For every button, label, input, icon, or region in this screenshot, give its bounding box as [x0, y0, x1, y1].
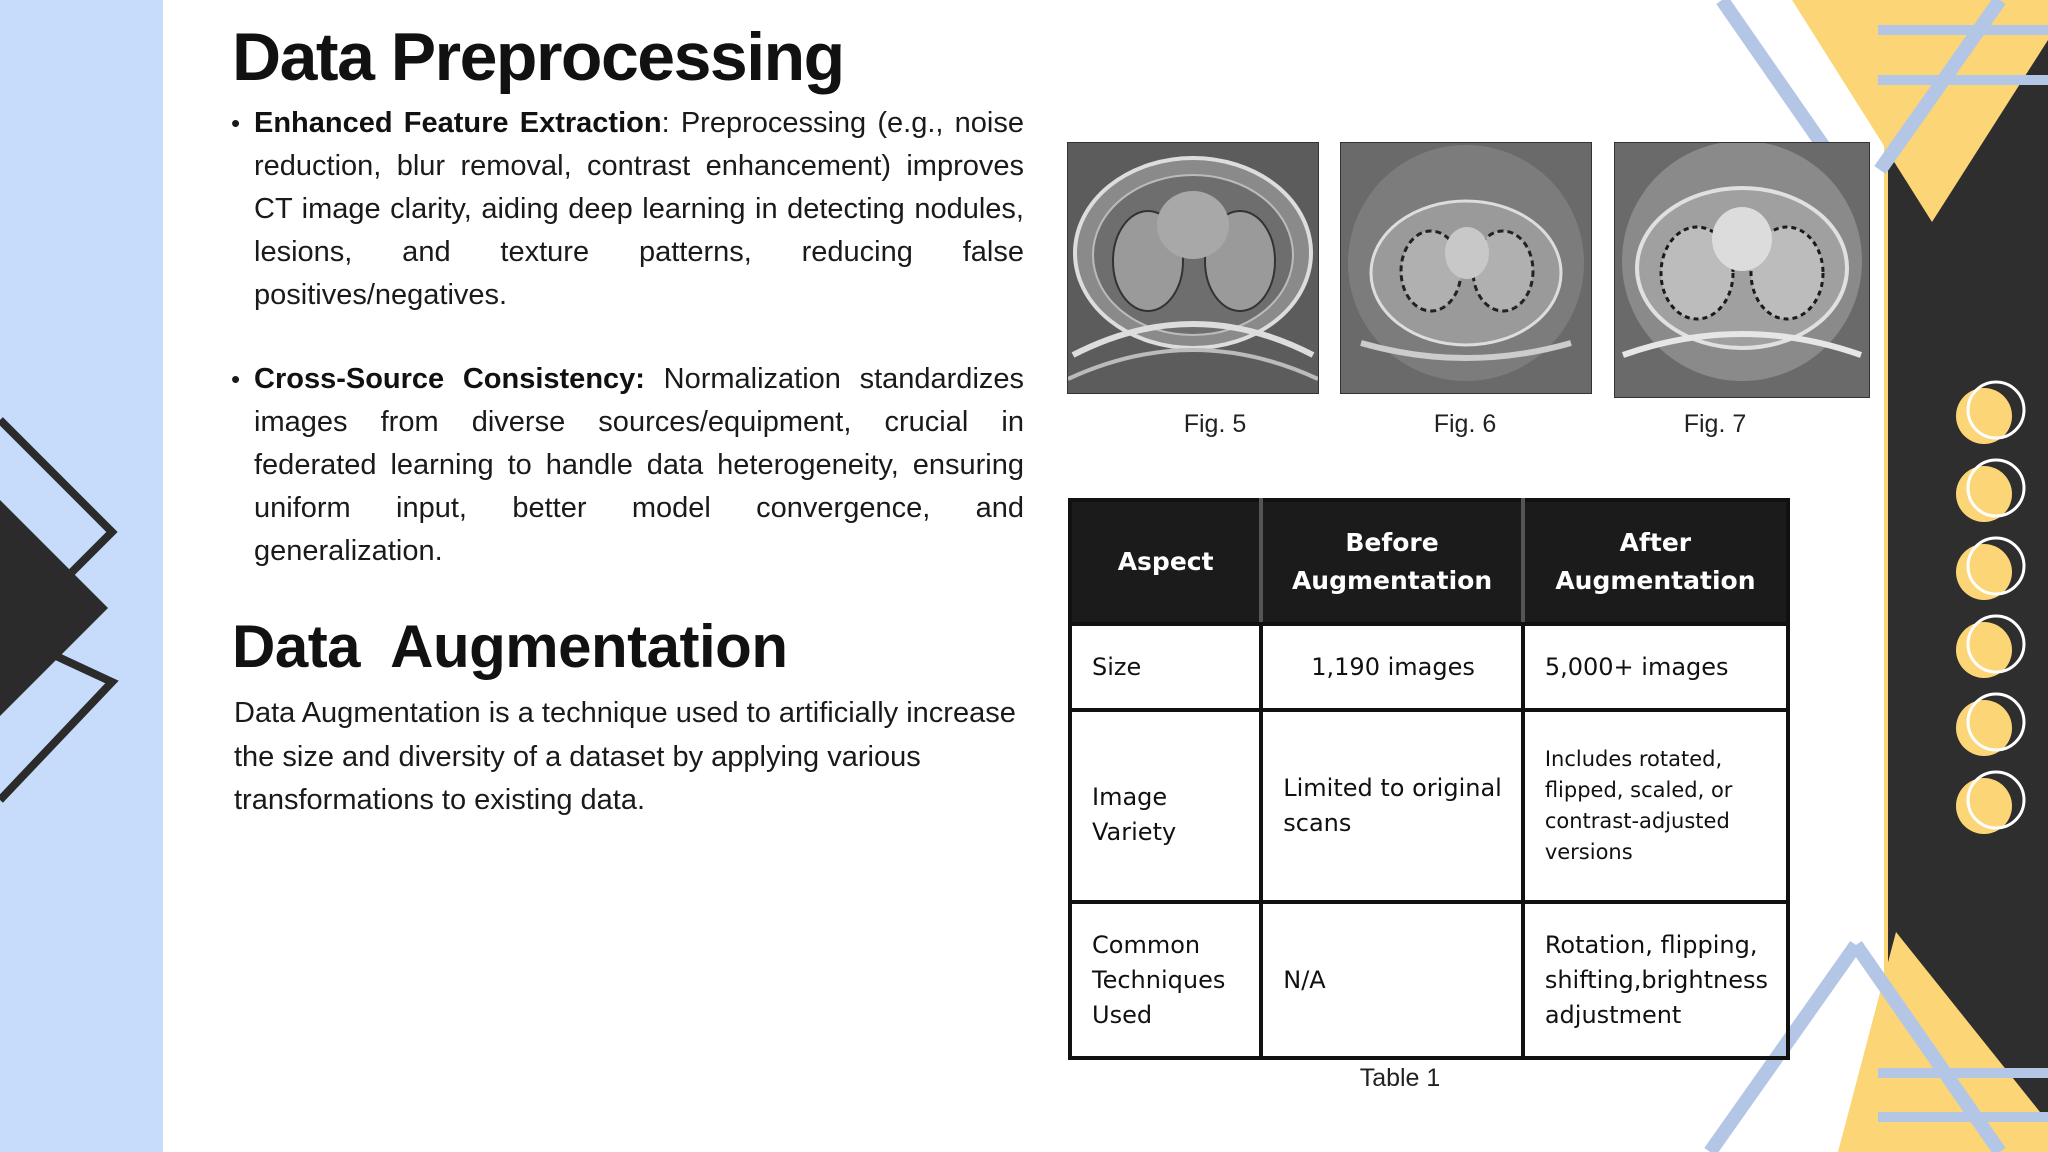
page-title: Data Preprocessing [232, 19, 845, 95]
bullet-bold-label: Enhanced Feature Extraction [254, 107, 662, 139]
table-header-aspect: Aspect [1067, 498, 1264, 626]
augmentation-title: Data Augmentation [232, 613, 788, 680]
figure-caption-6: Fig. 6 [1433, 410, 1497, 438]
figure-caption-7: Fig. 7 [1683, 410, 1747, 438]
table-caption: Table 1 [1359, 1064, 1441, 1092]
figure-caption-5: Fig. 5 [1183, 410, 1247, 438]
table-header-after: After Augmentation [1520, 498, 1791, 626]
table-cell: Size [1067, 622, 1264, 712]
table-cell: 1,190 images [1259, 622, 1525, 712]
ct-figure-7 [1614, 142, 1870, 398]
circle-decorations [1956, 380, 2026, 834]
augmentation-description: Data Augmentation is a technique used to… [234, 697, 1016, 816]
table-cell: 5,000+ images [1520, 622, 1791, 712]
table-row: Image Variety Limited to original scans … [1067, 708, 1791, 904]
bullet-text: Normalization standardizes images from d… [254, 363, 1025, 567]
ct-figure-5 [1067, 142, 1319, 394]
table-cell: Limited to original scans [1259, 708, 1525, 904]
table-cell: N/A [1259, 900, 1525, 1060]
ct-figure-6 [1340, 142, 1592, 394]
bullet-feature-extraction: Enhanced Feature Extraction: Preprocessi… [231, 102, 1024, 317]
table-cell: Rotation, flipping, shifting,brightness … [1520, 900, 1791, 1060]
left-diamond-decoration [0, 417, 119, 803]
table-header-before: Before Augmentation [1259, 498, 1525, 626]
table-row: Size 1,190 images 5,000+ images [1067, 622, 1791, 712]
bullet-cross-source: Cross-Source Consistency: Normalization … [231, 358, 1025, 573]
table-row: Common Techniques Used N/A Rotation, fli… [1067, 900, 1791, 1060]
bullet-text: : Preprocessing (e.g., noise reduction, … [254, 107, 1024, 311]
table-cell: Includes rotated, flipped, scaled, or co… [1520, 708, 1791, 904]
right-decorative-panel [1704, 0, 2048, 1152]
table-cell: Image Variety [1067, 708, 1264, 904]
augmentation-table: Aspect Before Augmentation After Augment… [1067, 498, 1791, 1060]
table-header-row: Aspect Before Augmentation After Augment… [1067, 498, 1791, 626]
bullet-bold-label: Cross-Source Consistency: [254, 363, 645, 395]
table-cell: Common Techniques Used [1067, 900, 1264, 1060]
